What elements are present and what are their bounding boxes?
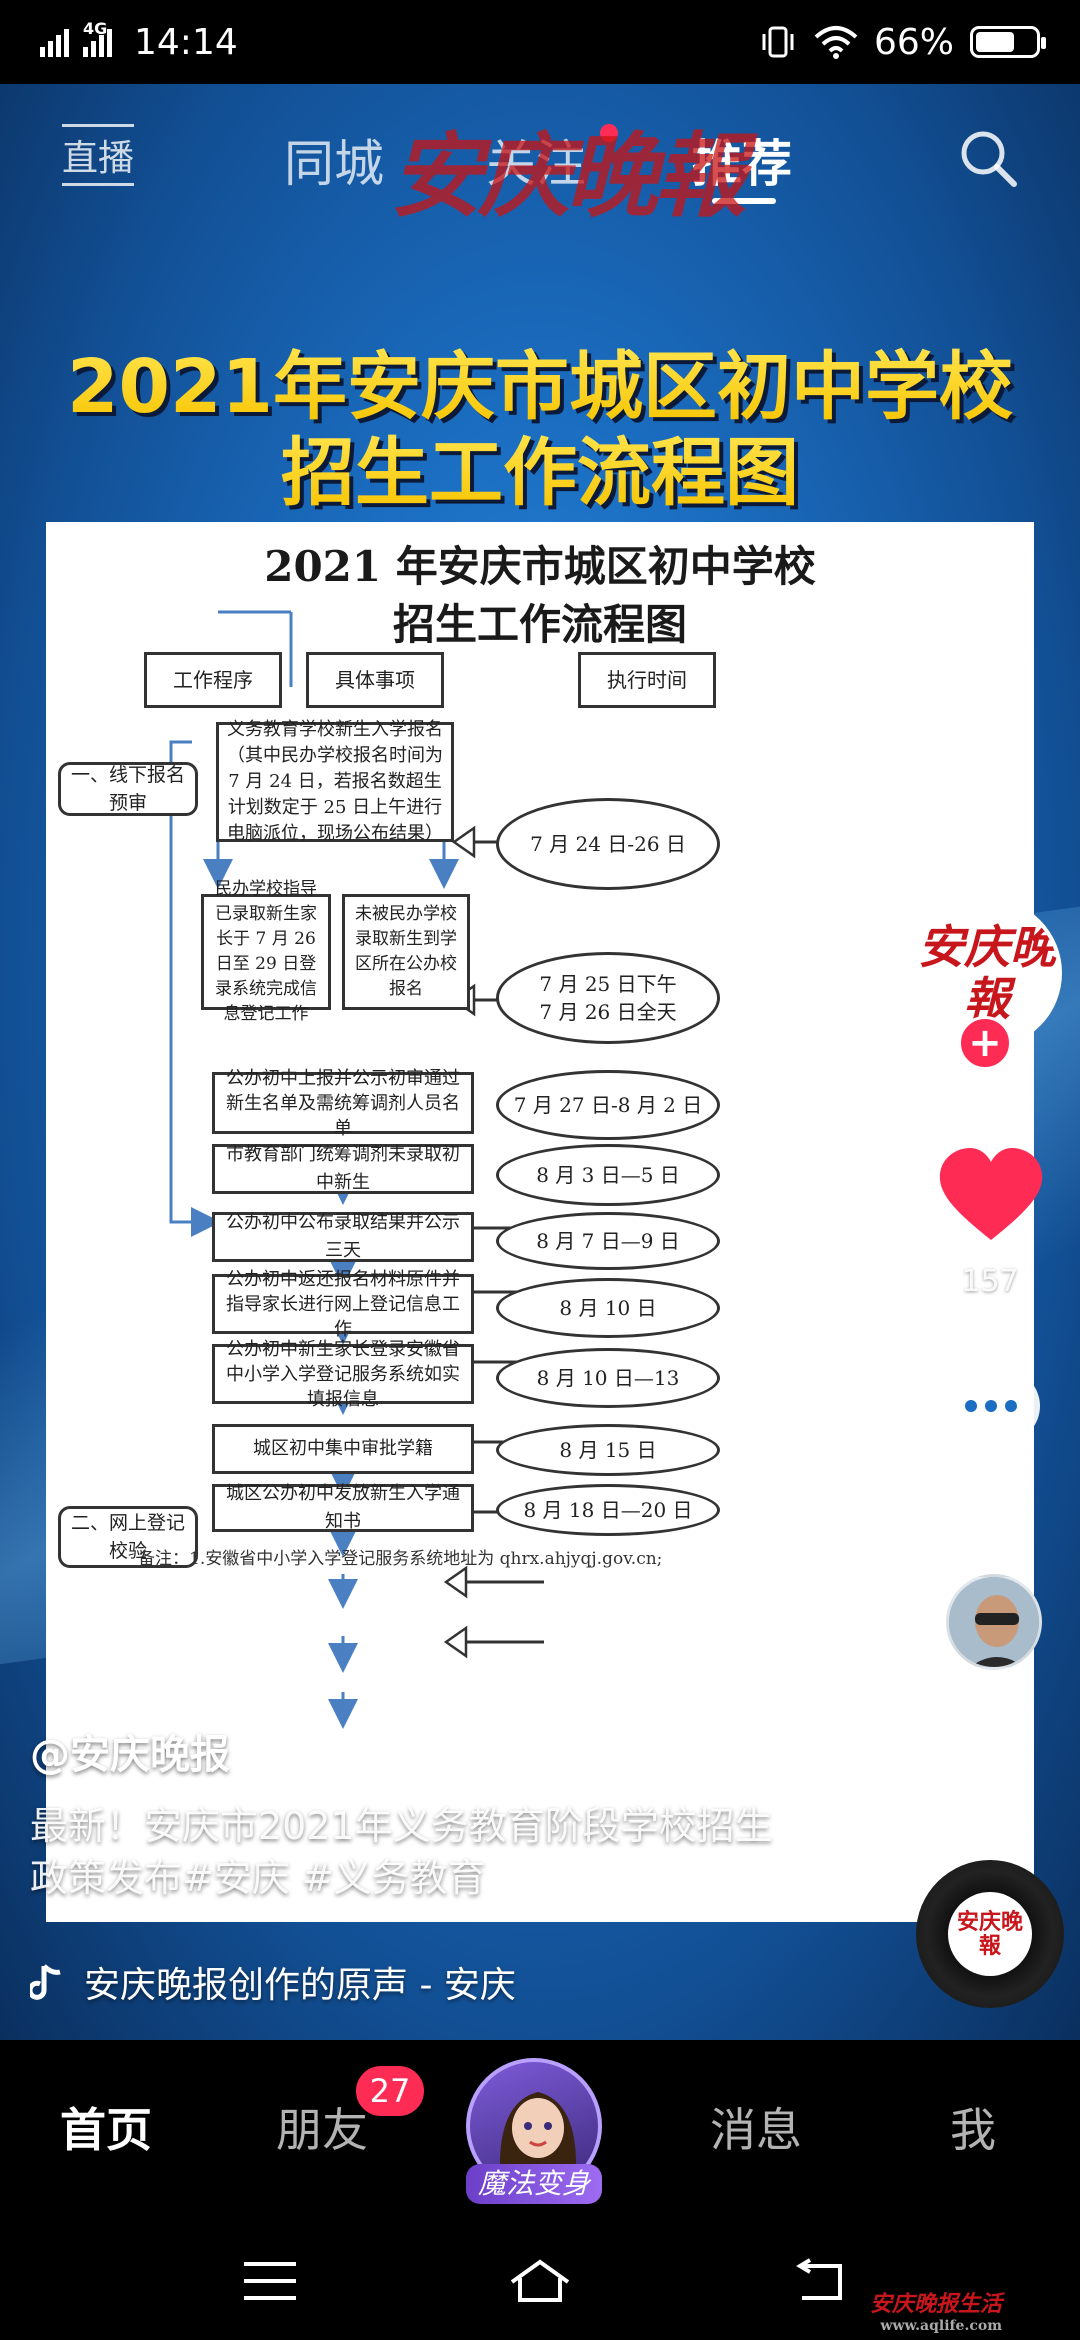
document-note: 备注：1.安徽省中小学入学登记服务系统地址为 qhrx.ahjyqj.gov.c… [138,1549,663,1569]
date-online-entry: 8 月 10 日—13 [496,1348,720,1408]
video-watermark: 安庆晚報 [390,122,746,230]
header-box-time: 执行时间 [578,652,716,708]
music-title: 安庆晚报创作的原声 - 安庆 [84,1965,516,2006]
system-nav-bar [0,2220,1080,2340]
signal-icon [40,27,69,57]
nav-home[interactable]: 首页 [60,2103,152,2157]
date-approve-records: 8 月 15 日 [496,1424,720,1476]
search-icon[interactable] [956,126,1020,190]
step-online-entry: 公办初中新生家长登录安徽省中小学入学登记服务系统如实填报信息 [212,1339,474,1410]
corner-watermark: 安庆晚报生活 www.aqlife.com [870,2291,1003,2334]
comment-count: 1 [980,1476,1000,1511]
date-registration: 7 月 24 日-26 日 [496,798,720,890]
music-note-icon [30,1964,61,2000]
dm-avatar[interactable] [946,1574,1042,1670]
nav-friends[interactable]: 朋友 [276,2103,368,2157]
step-public-report: 公办初中上报并公示初审通过新生名单及需统筹调剂人员名单 [212,1068,474,1139]
author-name[interactable]: @安庆晚报 [30,1732,230,1778]
friends-badge: 27 [356,2066,424,2116]
video-description[interactable]: 最新！安庆市2021年义务教育阶段学校招生政策发布#安庆 #义务教育 [30,1804,773,1900]
home-icon[interactable] [508,2256,572,2306]
tab-recommended[interactable]: 推荐 [692,135,792,193]
dm-label[interactable]: 私信 [957,1690,1022,1728]
following-new-dot [600,124,618,142]
date-admission-notice: 8 月 18 日—20 日 [496,1484,720,1536]
vibrate-icon [762,26,794,58]
step-publish-results: 公办初中公布录取结果并公示三天 [212,1212,474,1262]
stage-offline: 一、线下报名预审 [58,762,198,816]
back-icon[interactable] [790,2256,854,2306]
live-button[interactable]: 直播 [62,124,135,186]
top-nav: 直播 安庆晚報 同城 关注 推荐 [0,84,1080,230]
header-box-procedure: 工作程序 [144,652,282,708]
magic-avatar-label[interactable]: 魔法变身 [466,2164,602,2204]
follow-button[interactable]: + [958,1016,1012,1070]
document-title: 2021 年安庆市城区初中学校 招生工作流程图 [264,542,816,649]
battery-percent: 66% [873,21,954,63]
menu-icon[interactable] [238,2256,302,2306]
step-approve-records: 城区初中集中审批学籍 [212,1424,474,1474]
date-publish-results: 8 月 7 日—9 日 [496,1212,720,1270]
battery-icon [970,26,1046,58]
music-disc[interactable]: 安庆晚報 [916,1860,1064,2008]
signal-4g-icon: 4G [83,19,112,57]
bottom-nav: 首页 朋友 27 魔法变身 消息 我 [0,2040,1080,2220]
clock: 14:14 [134,21,238,63]
poster-title-line1: 2021年安庆市城区初中学校 [0,344,1080,430]
poster-title-line2: 招生工作流程图 [0,430,1080,516]
header-box-items: 具体事项 [306,652,444,708]
step-admission-notice: 城区公办初中发放新生入学通知书 [212,1483,474,1532]
step-private-school-guide: 民办学校指导已录取新生家长于 7 月 26 日至 29 日登录系统完成信息登记工… [201,879,331,1024]
stage-online: 二、网上登记校验 [58,1506,198,1568]
tab-same-city[interactable]: 同城 [284,135,384,193]
date-public-report: 7 月 27 日-8 月 2 日 [496,1070,720,1140]
step-return-materials: 公办初中返还报名材料原件并指导家长进行网上登记信息工作 [212,1269,474,1340]
date-allocation: 8 月 3 日—5 日 [496,1144,720,1206]
date-return-materials: 8 月 10 日 [496,1278,720,1338]
nav-messages[interactable]: 消息 [710,2103,802,2157]
like-heart-icon[interactable] [936,1146,1046,1246]
wifi-icon [814,26,858,59]
step-allocation: 市教育部门统筹调剂未录取初中新生 [212,1144,474,1194]
comment-icon[interactable] [936,1360,1046,1456]
poster-title-shadow: 2021年安庆市城区初中学校 招生工作流程图 [0,344,1080,520]
person-icon [949,1577,1039,1667]
step-registration: 义务教育学校新生入学报名（其中民办学校报名时间为 7 月 24 日，若报名数超生… [216,719,454,844]
like-count: 157 [961,1264,1019,1299]
flowchart-document: 2021 年安庆市城区初中学校 招生工作流程图 工作程序 具体事项 执行时间 一… [46,522,1034,1922]
status-bar: 4G 14:14 66% [0,0,1080,84]
step-public-school-register: 未被民办学校录取新生到学区所在公办校报名 [342,894,470,1010]
avatar-character-icon [499,2092,577,2172]
poster-title: 2021年安庆市城区初中学校 招生工作流程图 [0,344,1080,516]
music-disc-logo: 安庆晚報 [948,1892,1032,1976]
tab-following[interactable]: 关注 [486,135,586,193]
music-info[interactable]: 安庆晚报创作的原声 - 安庆 [30,1956,516,2008]
nav-me[interactable]: 我 [950,2103,996,2157]
active-tab-indicator [712,198,776,204]
